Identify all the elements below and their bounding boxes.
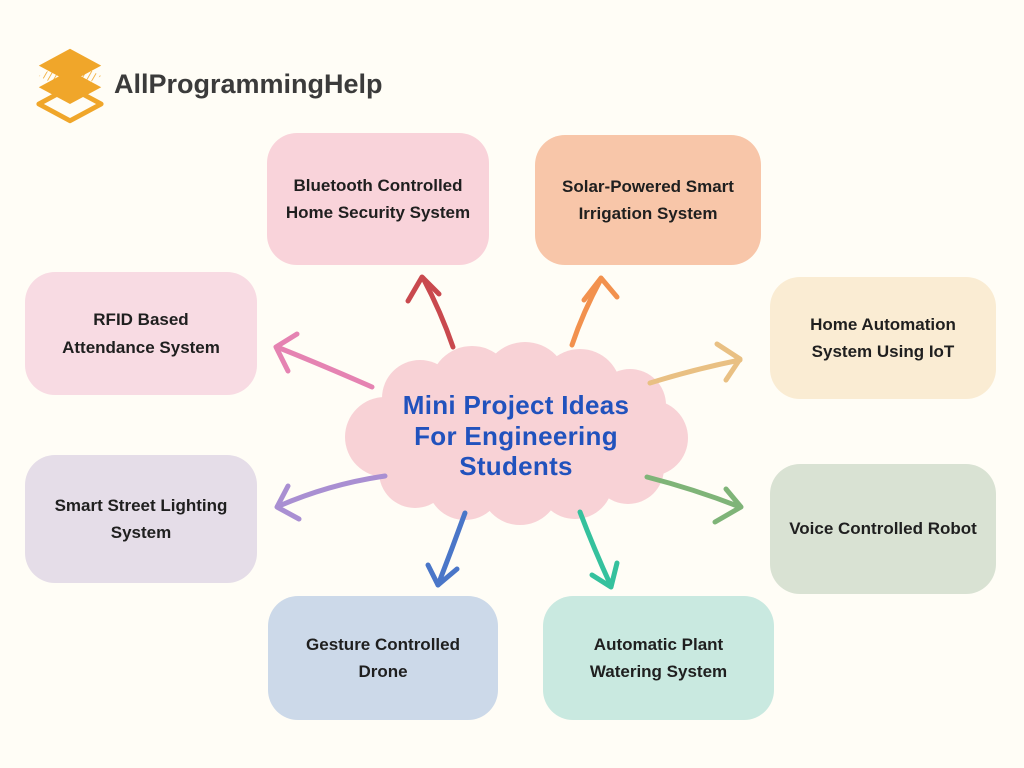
node-smart-street-lighting: Smart Street Lighting System — [25, 455, 257, 583]
arrow-gesture-controlled-drone — [425, 510, 468, 588]
node-label-line: Automatic Plant — [593, 634, 724, 654]
arrow-rfid-attendance — [273, 331, 375, 390]
node-voice-controlled-robot: Voice Controlled Robot — [770, 464, 996, 594]
node-label-line: Solar-Powered Smart — [562, 176, 734, 196]
node-label-line: Drone — [358, 662, 408, 681]
node-automatic-plant-watering: Automatic Plant Watering System — [543, 596, 774, 720]
center-title-line: For Engineering — [414, 420, 618, 451]
center-title: Mini Project Ideas For Engineering Stude… — [355, 390, 677, 482]
node-label-line: Home Security System — [285, 203, 471, 222]
node-home-automation-iot: Home Automation System Using IoT — [770, 277, 996, 399]
node-label-line: RFID Based — [93, 310, 189, 330]
arrow-smart-street-lighting — [274, 473, 388, 522]
node-rfid-attendance: RFID Based Attendance System — [25, 272, 257, 395]
node-label-line: Smart Street Lighting — [54, 495, 228, 515]
brand-logo: AllProgrammingHelp — [34, 36, 383, 132]
arrow-bluetooth-home-security — [405, 274, 456, 350]
node-label-line: Bluetooth Controlled — [293, 175, 463, 195]
node-label-line: Gesture Controlled — [306, 634, 460, 654]
center-title-line: Students — [459, 451, 573, 482]
arrow-home-automation-iot — [647, 341, 743, 386]
node-label-line: Irrigation System — [578, 204, 718, 223]
node-label-line: Voice Controlled Robot — [789, 519, 977, 539]
node-gesture-controlled-drone: Gesture Controlled Drone — [268, 596, 498, 720]
node-label-line: Attendance System — [62, 337, 220, 357]
center-title-line: Mini Project Ideas — [402, 390, 630, 420]
arrow-automatic-plant-watering — [577, 509, 620, 590]
node-label-line: Home Automation — [810, 314, 956, 334]
node-solar-smart-irrigation: Solar-Powered Smart Irrigation System — [535, 135, 761, 265]
node-label-line: System Using IoT — [811, 342, 955, 361]
arrow-voice-controlled-robot — [644, 474, 744, 525]
brand-name: AllProgrammingHelp — [114, 68, 383, 99]
node-label-line: Watering System — [589, 662, 728, 681]
layers-logo-icon — [36, 48, 104, 124]
arrow-solar-smart-irrigation — [569, 275, 620, 348]
node-bluetooth-home-security: Bluetooth Controlled Home Security Syste… — [267, 133, 489, 265]
node-label-line: System — [110, 523, 172, 542]
